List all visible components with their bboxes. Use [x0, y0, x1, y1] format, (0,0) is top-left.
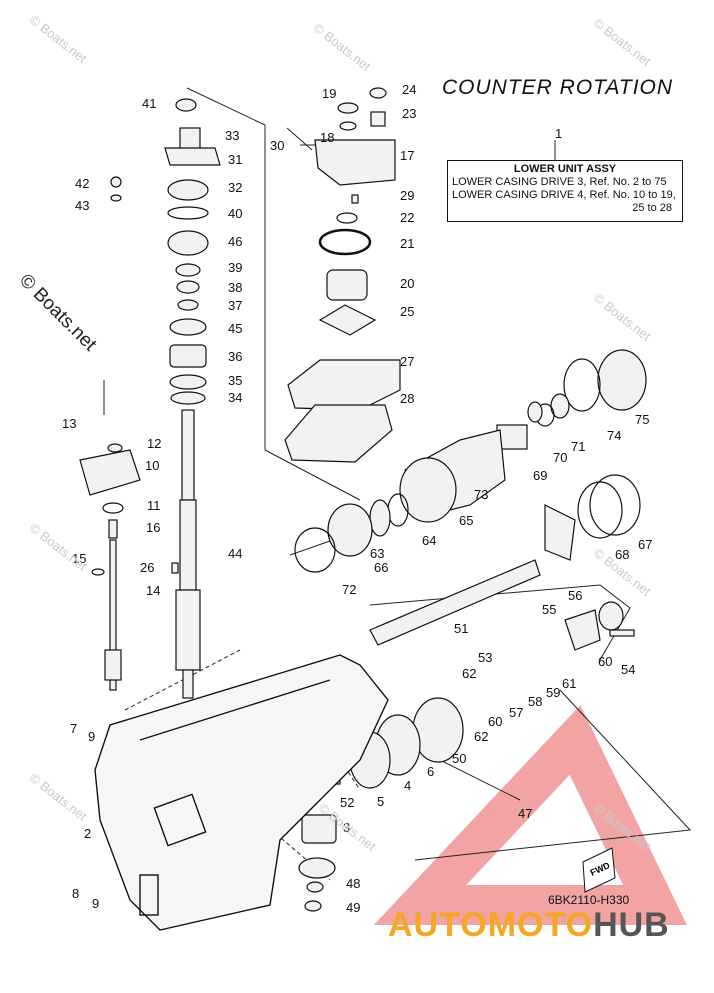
- callout-45: 45: [228, 321, 242, 336]
- drive-shaft-stack: [110, 98, 221, 699]
- callout-24: 24: [402, 82, 416, 97]
- callout-19: 19: [322, 86, 336, 101]
- callout-40: 40: [228, 206, 242, 221]
- callout-70: 70: [553, 450, 567, 465]
- callout-60: 60: [488, 714, 502, 729]
- propeller-shaft-assembly: [294, 349, 647, 912]
- callout-71: 71: [571, 439, 585, 454]
- assembly-line-1: LOWER CASING DRIVE 3, Ref. No. 2 to 75: [452, 176, 667, 188]
- callout-65: 65: [459, 513, 473, 528]
- callout-44: 44: [228, 546, 242, 561]
- callout-61: 61: [562, 676, 576, 691]
- shift-rod-assembly: [79, 443, 179, 691]
- callout-2: 2: [84, 826, 91, 841]
- callout-23: 23: [402, 106, 416, 121]
- callout-28: 28: [400, 391, 414, 406]
- callout-6: 6: [427, 764, 434, 779]
- water-pump-assembly: [284, 87, 401, 463]
- callout-59: 59: [546, 685, 560, 700]
- callout-10: 10: [145, 458, 159, 473]
- callout-9: 9: [88, 729, 95, 744]
- callout-36: 36: [228, 349, 242, 364]
- callout-12: 12: [147, 436, 161, 451]
- callout-69: 69: [533, 468, 547, 483]
- callout-46: 46: [228, 234, 242, 249]
- assembly-line-3: 25 to 28: [632, 202, 672, 214]
- callout-63: 63: [370, 546, 384, 561]
- callout-67: 67: [638, 537, 652, 552]
- callout-73: 73: [474, 487, 488, 502]
- callout-31: 31: [228, 152, 242, 167]
- callout-4: 4: [404, 778, 411, 793]
- callout-68: 68: [615, 547, 629, 562]
- callout-74: 74: [607, 428, 621, 443]
- callout-11: 11: [147, 498, 161, 513]
- callout-34: 34: [228, 390, 242, 405]
- callout-25: 25: [400, 304, 414, 319]
- assembly-line-2: LOWER CASING DRIVE 4, Ref. No. 10 to 19,: [452, 189, 676, 201]
- callout-56: 56: [568, 588, 582, 603]
- callout-29: 29: [400, 188, 414, 203]
- callout-51: 51: [454, 621, 468, 636]
- logo-part-2: HUB: [593, 906, 670, 944]
- callout-66: 66: [374, 560, 388, 575]
- logo-part-1: AUTOMOTO: [388, 906, 594, 944]
- callout-57: 57: [509, 705, 523, 720]
- diagram-code: 6BK2110-H330: [548, 893, 630, 907]
- callout-48: 48: [346, 876, 360, 891]
- callout-17: 17: [400, 148, 414, 163]
- callout-43: 43: [75, 198, 89, 213]
- callout-37: 37: [228, 298, 242, 313]
- callout-38: 38: [228, 280, 242, 295]
- logo-mark: [373, 705, 687, 925]
- callout-33: 33: [225, 128, 239, 143]
- callout-30: 30: [270, 138, 284, 153]
- callout-58: 58: [528, 694, 542, 709]
- callout-60: 60: [598, 654, 612, 669]
- callout-62: 62: [474, 729, 488, 744]
- assembly-header: LOWER UNIT ASSY: [513, 163, 617, 175]
- callout-50: 50: [452, 751, 466, 766]
- diagram-title: COUNTER ROTATION: [442, 76, 674, 99]
- callout-54: 54: [621, 662, 635, 677]
- assembly-info-box: LOWER UNIT ASSY LOWER CASING DRIVE 3, Re…: [447, 160, 683, 222]
- callout-49: 49: [346, 900, 360, 915]
- callout-7: 7: [70, 721, 77, 736]
- callout-27: 27: [400, 354, 414, 369]
- callout-26: 26: [140, 560, 154, 575]
- callout-9: 9: [92, 896, 99, 911]
- callout-22: 22: [400, 210, 414, 225]
- callout-14: 14: [146, 583, 160, 598]
- callout-13: 13: [62, 416, 76, 431]
- callout-42: 42: [75, 176, 89, 191]
- callout-3: 3: [343, 820, 350, 835]
- callout-39: 39: [228, 260, 242, 275]
- callout-20: 20: [400, 276, 414, 291]
- callout-15: 15: [72, 551, 86, 566]
- callout-72: 72: [342, 582, 356, 597]
- callout-32: 32: [228, 180, 242, 195]
- callout-41: 41: [142, 96, 156, 111]
- callout-8: 8: [72, 886, 79, 901]
- callout-52: 52: [340, 795, 354, 810]
- callout-47: 47: [518, 806, 532, 821]
- callout-62: 62: [462, 666, 476, 681]
- automotohub-logo: AUTOMOTOHUB: [388, 906, 670, 945]
- callout-64: 64: [422, 533, 436, 548]
- assembly-ref-number: 1: [555, 126, 563, 141]
- callout-53: 53: [478, 650, 492, 665]
- fwd-badge: FWD: [582, 847, 616, 893]
- callout-55: 55: [542, 602, 556, 617]
- callout-5: 5: [377, 794, 384, 809]
- callout-75: 75: [635, 412, 649, 427]
- callout-21: 21: [400, 236, 414, 251]
- lower-casing: [94, 654, 389, 931]
- callout-18: 18: [320, 130, 334, 145]
- callout-16: 16: [146, 520, 160, 535]
- callout-35: 35: [228, 373, 242, 388]
